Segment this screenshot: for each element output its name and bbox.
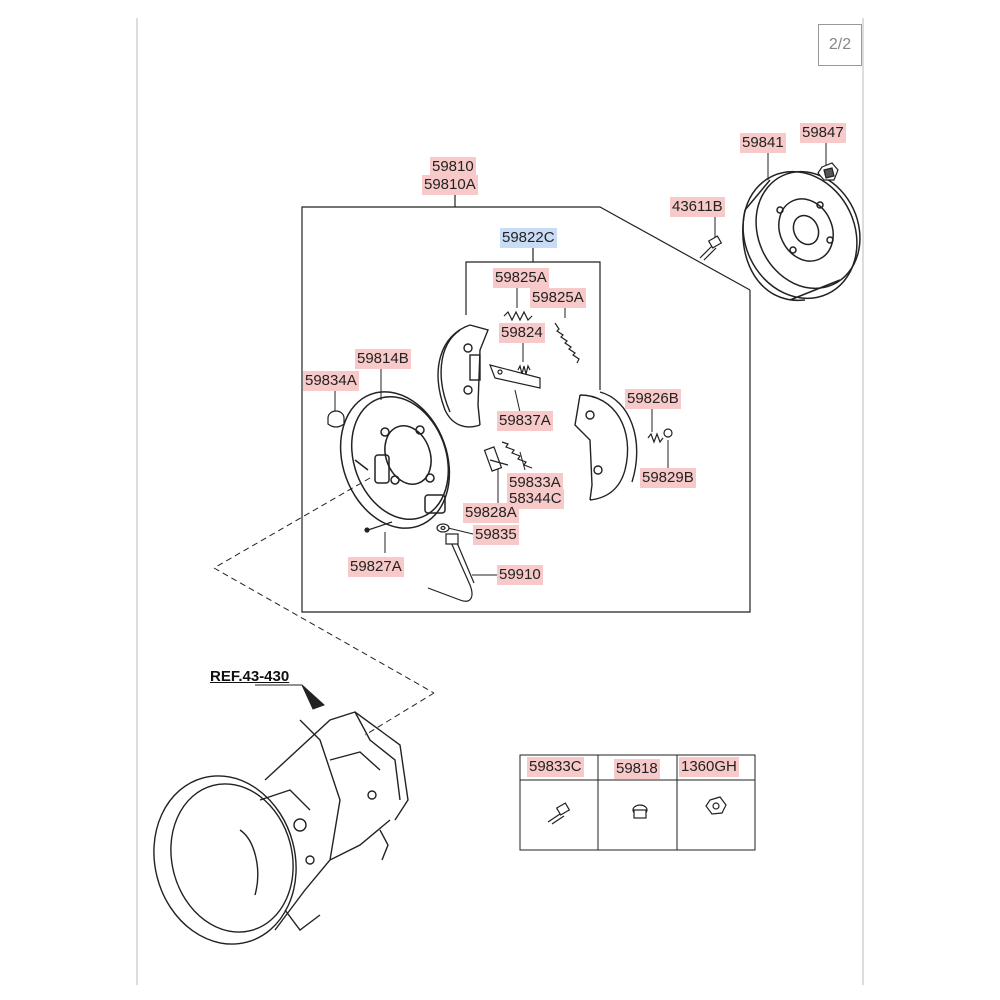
leader-lines (255, 143, 827, 710)
part-label-58344C[interactable]: 58344C (507, 489, 564, 509)
adjuster-strut-drawing (483, 446, 509, 472)
part-label-59829B[interactable]: 59829B (640, 468, 696, 488)
reference-label[interactable]: REF.43-430 (210, 668, 290, 685)
part-label-59837A[interactable]: 59837A (497, 411, 553, 431)
bolt-59818-drawing (632, 804, 648, 819)
backing-plate-drawing (339, 391, 451, 529)
part-label-59810A[interactable]: 59810A (422, 175, 478, 195)
part-label-59825A-upper[interactable]: 59825A (493, 268, 549, 288)
part-label-59810[interactable]: 59810 (430, 157, 476, 177)
part-label-43611B[interactable]: 43611B (670, 197, 725, 217)
hold-down-pin-drawing (364, 521, 393, 533)
washer-drawing (436, 523, 450, 533)
part-label-59826B[interactable]: 59826B (625, 389, 681, 409)
part-label-59825A-lower[interactable]: 59825A (530, 288, 586, 308)
part-label-59822C[interactable]: 59822C (500, 228, 557, 248)
part-label-59841[interactable]: 59841 (740, 133, 786, 153)
part-label-59827A[interactable]: 59827A (348, 557, 404, 577)
part-label-59835[interactable]: 59835 (473, 525, 519, 545)
shoe-subassembly-outline (465, 248, 601, 390)
brake-drum-drawing (742, 170, 861, 302)
table-header-59833C[interactable]: 59833C (527, 757, 584, 777)
plug-cap-drawing (327, 410, 345, 428)
page-indicator: 2/2 (818, 24, 862, 66)
parking-cable-drawing (427, 533, 475, 602)
right-brake-shoe-drawing (574, 391, 638, 501)
part-label-59910[interactable]: 59910 (497, 565, 543, 585)
springs-drawing (501, 310, 673, 469)
reference-dashed-lines (213, 477, 435, 736)
bolt-59833C-drawing (547, 802, 571, 825)
part-label-59847[interactable]: 59847 (800, 123, 846, 143)
transmission-housing-drawing (153, 711, 409, 945)
part-label-59814B[interactable]: 59814B (355, 349, 411, 369)
drum-nut-drawing (817, 162, 839, 181)
parts-table-grid (519, 754, 756, 851)
table-header-59818[interactable]: 59818 (614, 759, 660, 779)
table-header-1360GH[interactable]: 1360GH (679, 757, 739, 777)
assembly-outline (301, 195, 751, 613)
nut-1360GH-drawing (705, 796, 727, 815)
part-label-59834A[interactable]: 59834A (303, 371, 359, 391)
adjuster-lever-drawing (489, 364, 541, 389)
part-label-59824[interactable]: 59824 (499, 323, 545, 343)
part-label-59833A[interactable]: 59833A (507, 473, 563, 493)
left-brake-shoe-drawing (437, 324, 489, 428)
drum-bolt-drawing (699, 235, 723, 261)
part-label-59828A[interactable]: 59828A (463, 503, 519, 523)
